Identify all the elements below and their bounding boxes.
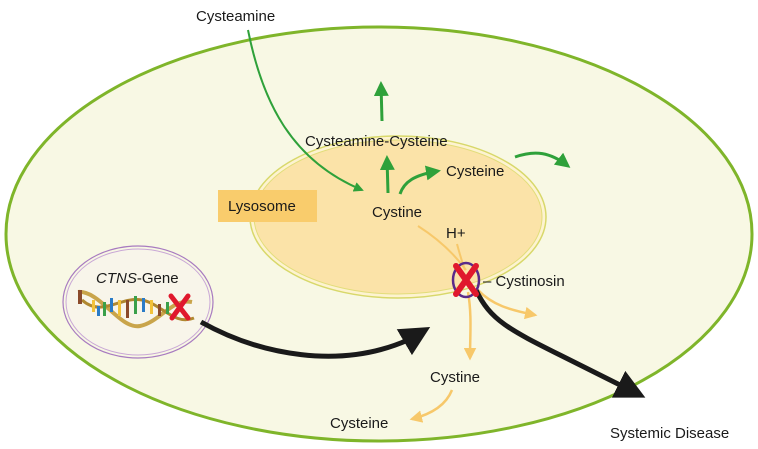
- gene-mutation-x-icon: [168, 293, 191, 321]
- arrow-cystine-to-cysteine-outside: [409, 389, 454, 423]
- ctns-gene-suffix: -Gene: [137, 270, 179, 287]
- transporter-blocked-x-icon: [453, 263, 479, 297]
- arrow-transporter-to-cystine: [463, 291, 477, 361]
- cysteine-lysosome-label: Cysteine: [446, 163, 504, 180]
- arrow-cystinosin-to-systemic-disease: [473, 288, 646, 398]
- cystine-lysosome-label: Cystine: [372, 204, 422, 221]
- h-plus-label: H+: [446, 225, 466, 242]
- systemic-disease-label: Systemic Disease: [610, 425, 729, 442]
- cysteamine-label: Cysteamine: [196, 8, 275, 25]
- arrow-cysteamine-cysteine-out: [373, 81, 389, 122]
- lysosome-label: Lysosome: [228, 198, 296, 215]
- nucleus-inner: [65, 248, 211, 356]
- yellow-path-hplus: [456, 243, 466, 271]
- ctns-gene-label: CTNS-Gene: [96, 270, 179, 287]
- cystinosin-label: – Cystinosin: [483, 273, 565, 290]
- arrow-gene-to-cystinosin: [199, 319, 431, 359]
- lysosome-label-box: [218, 190, 317, 222]
- cystine-cytoplasm-label: Cystine: [430, 369, 480, 386]
- dna-helix-icon: [77, 290, 195, 329]
- arrow-cysteine-out: [514, 151, 571, 168]
- arrow-cystine-to-cysteine: [398, 165, 441, 195]
- ctns-gene-italic: CTNS: [96, 270, 137, 287]
- cysteine-cytoplasm-label: Cysteine: [330, 415, 388, 432]
- arrow-transporter-right: [477, 289, 538, 320]
- arrow-cysteamine-to-cystine: [247, 29, 364, 192]
- nucleus-outer: [62, 245, 214, 359]
- cystinosin-transporter: [451, 261, 481, 299]
- cysteamine-cysteine-label: Cysteamine-Cysteine: [305, 133, 448, 150]
- arrow-cystine-to-cysteamine-cysteine: [379, 155, 395, 194]
